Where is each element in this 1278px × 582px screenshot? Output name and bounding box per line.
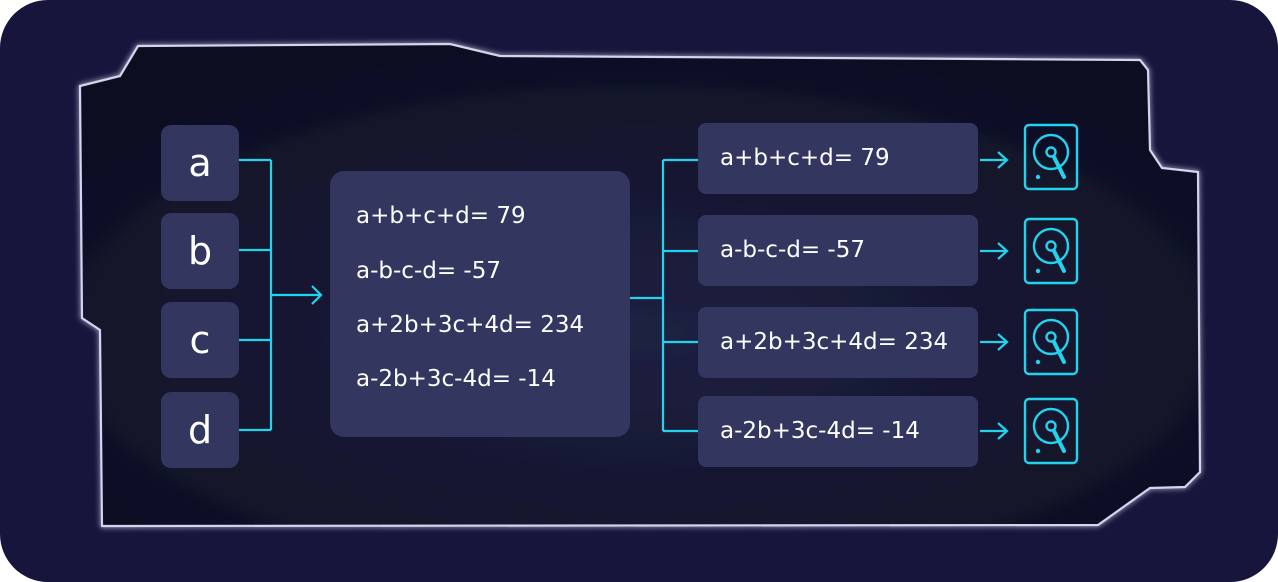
output-label: a-b-c-d= -57 (720, 237, 865, 263)
input-label: d (187, 408, 213, 452)
output-label: a+b+c+d= 79 (720, 145, 890, 171)
input-label: c (189, 318, 211, 362)
encoder-box (330, 171, 630, 437)
input-label: b (187, 229, 213, 273)
output-box: a+2b+3c+4d= 234 (698, 307, 978, 378)
input-box-b: b (161, 213, 239, 289)
output-box: a+b+c+d= 79 (698, 123, 978, 194)
input-box-a: a (161, 125, 239, 201)
hard-drive-icon (1023, 217, 1079, 285)
input-label: a (188, 141, 212, 185)
hard-drive-icon (1023, 308, 1079, 376)
output-box: a-2b+3c-4d= -14 (698, 396, 978, 467)
hard-drive-icon (1023, 397, 1079, 465)
output-box: a-b-c-d= -57 (698, 215, 978, 286)
inner-panel (78, 42, 1202, 528)
input-box-d: d (161, 392, 239, 468)
encoder-line: a+2b+3c+4d= 234 (356, 312, 585, 338)
encoder-line: a+b+c+d= 79 (356, 203, 526, 229)
output-label: a-2b+3c-4d= -14 (720, 418, 920, 444)
disk-arrows (980, 151, 1009, 440)
output-connectors (630, 158, 698, 433)
encoder-line: a-2b+3c-4d= -14 (356, 366, 556, 392)
input-box-c: c (161, 302, 239, 378)
encoder-line: a-b-c-d= -57 (356, 258, 501, 284)
hard-drive-icon (1023, 123, 1079, 191)
input-connectors (239, 158, 323, 432)
output-label: a+2b+3c+4d= 234 (720, 329, 949, 355)
